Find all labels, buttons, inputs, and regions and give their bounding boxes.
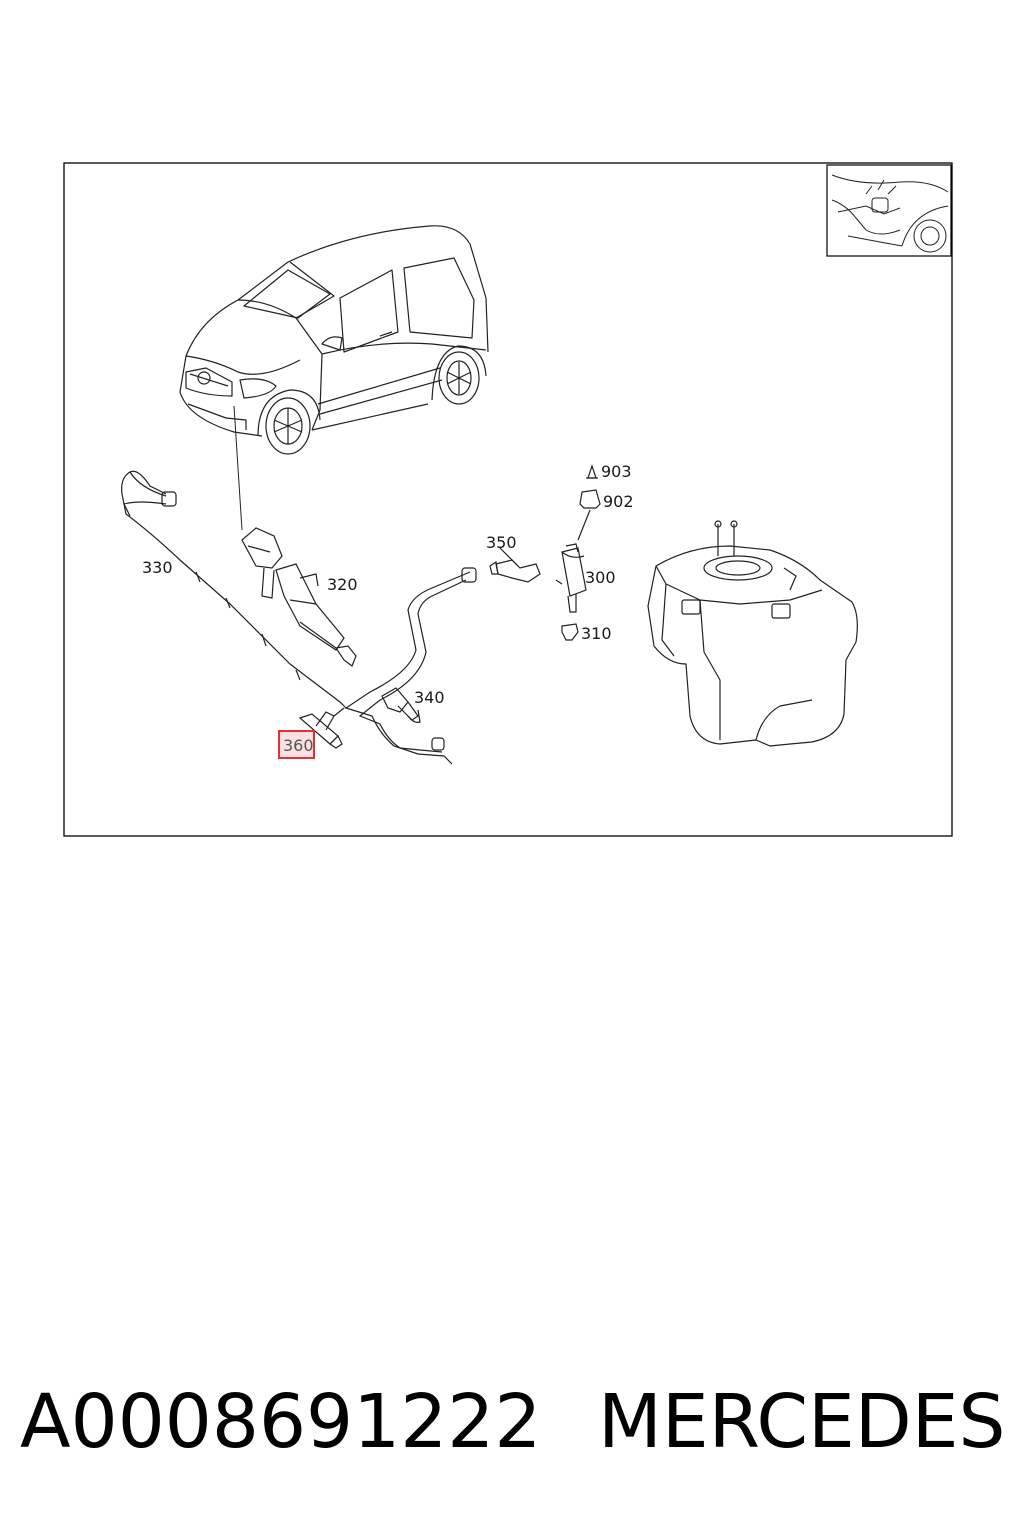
highlight-box bbox=[278, 730, 315, 759]
grommet-310 bbox=[561, 623, 579, 641]
hose-340 bbox=[344, 567, 477, 765]
pump-300 bbox=[555, 509, 591, 613]
washer-reservoir bbox=[647, 520, 858, 747]
callout-902: 902 bbox=[603, 492, 634, 511]
callout-320: 320 bbox=[327, 575, 358, 594]
connector-350 bbox=[489, 547, 541, 583]
part-number: A0008691222 bbox=[20, 1379, 542, 1465]
seal-902 bbox=[579, 489, 601, 509]
callout-903: 903 bbox=[601, 462, 632, 481]
nozzle-320 bbox=[241, 527, 357, 667]
connector-340 bbox=[381, 687, 421, 723]
hose-330 bbox=[121, 470, 347, 709]
callout-350: 350 bbox=[486, 533, 517, 552]
callout-340: 340 bbox=[414, 688, 445, 707]
callout-360: 360 bbox=[283, 736, 314, 755]
connector-360 bbox=[298, 707, 345, 749]
callout-330: 330 bbox=[142, 558, 173, 577]
car-illustration bbox=[179, 225, 489, 531]
highlight-360: 360 bbox=[278, 730, 315, 759]
diagram-frame bbox=[63, 162, 953, 837]
callout-300: 300 bbox=[585, 568, 616, 587]
cap-903 bbox=[586, 464, 598, 479]
callout-310: 310 bbox=[581, 624, 612, 643]
thumbnail-inset bbox=[826, 164, 952, 257]
brand-name: MERCEDES bbox=[598, 1379, 1006, 1465]
